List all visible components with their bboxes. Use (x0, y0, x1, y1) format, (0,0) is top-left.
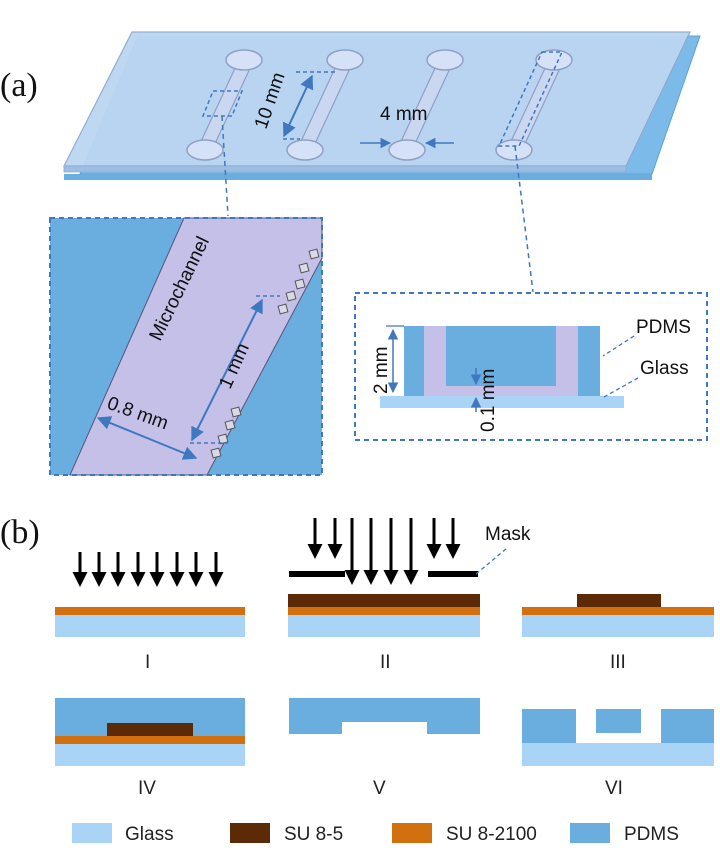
uv-arrows-2 (307, 518, 461, 585)
uv-arrows-1 (72, 552, 224, 587)
step-4: IV (55, 698, 245, 799)
xs-pdms-center (446, 326, 556, 386)
mask-leader (475, 548, 507, 575)
step-5: V (289, 698, 480, 799)
step-5-label: V (373, 778, 386, 799)
channel-1-highlight (201, 90, 244, 117)
step-3: III (522, 594, 714, 673)
step-1: I (55, 552, 245, 673)
step-1-label: I (145, 652, 150, 673)
step-2-glass (288, 615, 480, 637)
mask-left (289, 571, 345, 577)
panel-label-a: (a) (0, 67, 38, 104)
step-3-label: III (610, 652, 626, 673)
legend-swatch-glass (72, 823, 112, 843)
step-6-pdms-center (596, 709, 641, 733)
pdms-block-edge (63, 165, 627, 173)
pdms-block (63, 31, 691, 167)
label-glass: Glass (640, 358, 689, 379)
channel-1 (186, 49, 263, 161)
step-6-glass (522, 743, 714, 766)
channel-3 (388, 49, 464, 161)
step-4-su8-2100 (55, 736, 245, 744)
legend-label-pdms: PDMS (624, 824, 679, 845)
channel-4 (495, 49, 573, 161)
step-6: VI (522, 709, 714, 799)
channel-2 (286, 49, 364, 161)
step-6-pdms-right (661, 709, 714, 743)
step-4-su8-5 (107, 723, 193, 736)
label-pdms: PDMS (636, 317, 691, 338)
channel-4-highlight (497, 51, 564, 147)
step-4-glass (55, 744, 245, 766)
dim-1mm-arrow (191, 298, 263, 442)
step-3-glass (522, 615, 714, 637)
dim-0.1mm-label: 0.1 mm (478, 369, 499, 432)
mask-right (428, 571, 478, 577)
legend-swatch-su85 (230, 823, 270, 843)
leader-right (514, 145, 534, 293)
step-6-pdms-left (522, 709, 576, 743)
leader-pdms (602, 335, 635, 357)
xs-pdms-right (578, 326, 600, 396)
step-2-label: II (380, 652, 391, 673)
dim-0.8mm-arrow (96, 416, 198, 460)
step-1-su8-2100 (55, 607, 245, 615)
glass-slide-edge (64, 174, 652, 180)
inset-microchannel: Microchannel 1 mm 0.8 mm (49, 217, 323, 476)
step-3-su8-5 (577, 594, 661, 607)
inset-cross-section: 2 mm 0.1 mm PDMS Glass (354, 292, 708, 441)
legend-label-su82100: SU 8-2100 (446, 824, 537, 845)
step-6-label: VI (605, 778, 623, 799)
legend-label-su85: SU 8-5 (284, 824, 343, 845)
step-2-su8-2100 (288, 607, 480, 615)
step-4-label: IV (138, 778, 156, 799)
device-3d: 10 mm 4 mm (63, 31, 701, 293)
legend-label-glass: Glass (125, 824, 174, 845)
step-5-pdms (289, 698, 480, 734)
xs-glass (380, 396, 624, 408)
legend: Glass SU 8-5 SU 8-2100 PDMS (72, 823, 679, 845)
legend-swatch-su82100 (392, 823, 432, 843)
dim-4mm-label: 4 mm (380, 104, 428, 125)
mask-label: Mask (485, 524, 531, 545)
panel-label-b: (b) (0, 514, 40, 551)
step-2-su8-5 (288, 594, 480, 607)
step-2: Mask II (288, 518, 531, 673)
xs-pdms-left (404, 326, 424, 396)
legend-swatch-pdms (570, 823, 610, 843)
dim-10mm-arrow (282, 74, 314, 138)
pillars-top (277, 248, 320, 315)
step-3-su8-2100 (522, 607, 714, 615)
leader-left (221, 115, 229, 217)
step-1-glass (55, 615, 245, 637)
dim-2mm-label: 2 mm (371, 347, 392, 395)
